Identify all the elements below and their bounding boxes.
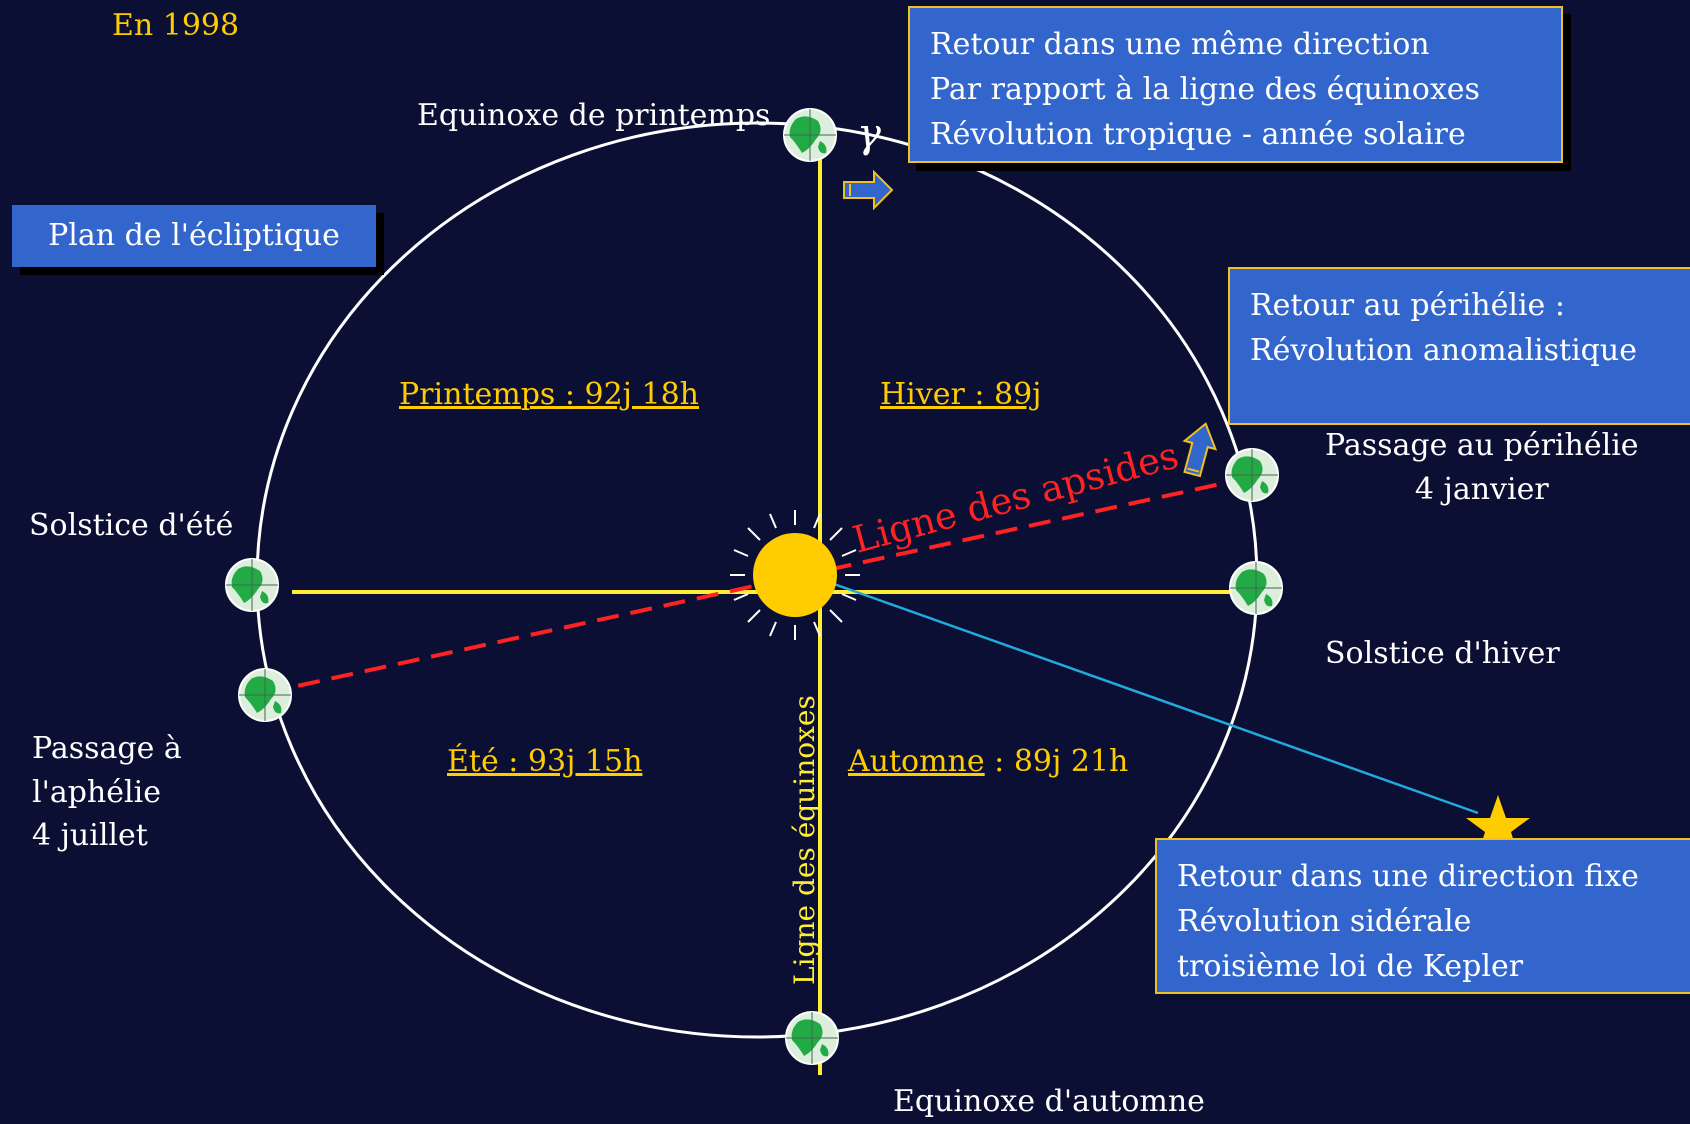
autumn-equinox-label: Equinoxe d'automne <box>893 1084 1205 1119</box>
winter-solstice-label: Solstice d'hiver <box>1325 636 1560 671</box>
anomalistic-revolution-box: Retour au périhélie : Révolution anomali… <box>1228 267 1690 425</box>
aphelion-label: Passage à l'aphélie 4 juillet <box>32 727 182 858</box>
sidereal-box-line3: troisième loi de Kepler <box>1177 949 1524 984</box>
spring-equinox-label: Equinoxe de printemps <box>417 98 771 133</box>
autumn-duration-label: Automne : 89j 21h <box>848 744 1128 779</box>
anomalistic-box-line1: Retour au périhélie : <box>1250 288 1565 323</box>
sidereal-box-line2: Révolution sidérale <box>1177 904 1472 939</box>
tropical-revolution-box: Retour dans une même direction Par rappo… <box>908 6 1563 163</box>
aphelion-line3: 4 juillet <box>32 818 148 853</box>
apsides-line-label: Ligne des apsides <box>848 433 1183 561</box>
autumn-name-link[interactable]: Automne <box>848 744 985 779</box>
ecliptic-plane-text: Plan de l'écliptique <box>48 218 340 253</box>
direction-arrow-icon <box>843 169 894 211</box>
winter-duration-label[interactable]: Hiver : 89j <box>880 377 1042 412</box>
fixed-star-icon <box>1466 795 1530 855</box>
sidereal-direction-line <box>802 571 1479 815</box>
summer-duration-label[interactable]: Été : 93j 15h <box>447 744 643 779</box>
sidereal-box-line1: Retour dans une direction fixe <box>1177 859 1639 894</box>
earth-globe-icon <box>225 558 279 612</box>
tropical-box-line1: Retour dans une même direction <box>930 27 1430 62</box>
earth-globe-icon <box>785 1011 839 1065</box>
autumn-duration: : 89j 21h <box>984 744 1129 779</box>
sun-icon <box>730 510 860 640</box>
earth-globe-icon <box>238 668 292 722</box>
aphelion-line1: Passage à <box>32 731 182 766</box>
ecliptic-plane-label: Plan de l'écliptique <box>12 205 376 267</box>
earth-globe-icon <box>783 108 837 162</box>
perihelion-line2: 4 janvier <box>1414 471 1549 507</box>
earth-globe-icon <box>1229 561 1283 615</box>
anomalistic-box-line2: Révolution anomalistique <box>1250 333 1637 368</box>
sidereal-revolution-box: Retour dans une direction fixe Révolutio… <box>1155 838 1690 994</box>
tropical-box-line3: Révolution tropique - année solaire <box>930 117 1466 152</box>
year-label: En 1998 <box>112 8 240 43</box>
perihelion-line1: Passage au périhélie <box>1325 428 1639 463</box>
gamma-symbol: γ <box>857 111 881 157</box>
perihelion-label: Passage au périhélie 4 janvier <box>1325 424 1639 511</box>
spring-duration-label[interactable]: Printemps : 92j 18h <box>399 377 699 412</box>
perihelion-arrow-icon <box>1182 422 1218 478</box>
tropical-box-line2: Par rapport à la ligne des équinoxes <box>930 72 1480 107</box>
aphelion-line2: l'aphélie <box>32 774 161 810</box>
earth-globe-icon <box>1225 448 1279 502</box>
equinox-line-label: Ligne des équinoxes <box>788 695 821 985</box>
summer-solstice-label: Solstice d'été <box>29 508 234 543</box>
